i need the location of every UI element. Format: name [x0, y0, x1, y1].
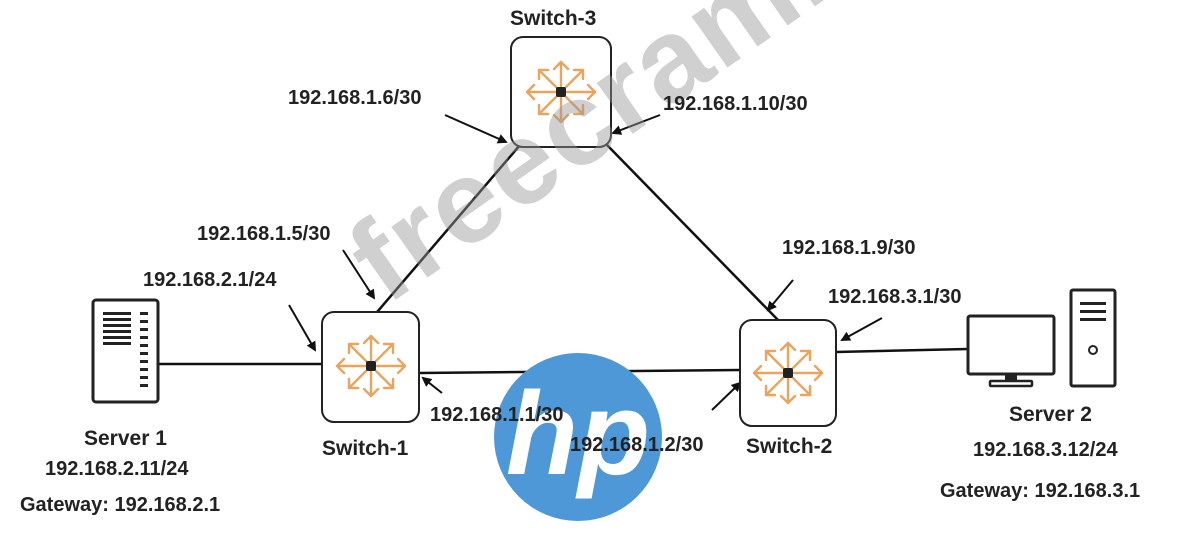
interface-label-sw2-sw1: 192.168.1.2/30: [570, 434, 704, 456]
links: [158, 144, 969, 375]
link-switch2-server2: [835, 347, 969, 354]
pointer-sw2-to-sw3: [766, 279, 794, 312]
hp-logo-text: hp: [506, 368, 650, 500]
switch-3-label: Switch-3: [510, 7, 597, 30]
interface-label-sw1-sw2: 192.168.1.1/30: [430, 404, 564, 426]
pointer-sw3-to-sw2: [611, 114, 661, 135]
interface-label-sw2-server2: 192.168.3.1/30: [828, 286, 962, 308]
server-2-icon: [966, 288, 1117, 388]
pointer-sw2-to-sw1: [711, 381, 742, 411]
server-1-gateway: Gateway: 192.168.2.1: [20, 494, 221, 516]
interface-label-sw3-sw1: 192.168.1.6/30: [288, 87, 422, 109]
server-2-label: Server 2: [1009, 403, 1092, 426]
link-switch3-switch2: [606, 144, 779, 321]
switch-1: [321, 311, 420, 423]
hp-logo: hp: [494, 353, 662, 521]
server-1-icon: [91, 298, 160, 404]
pointer-sw3-to-sw1: [444, 114, 508, 144]
switch-2-label: Switch-2: [746, 435, 833, 458]
server-1-label: Server 1: [84, 427, 167, 450]
pointer-sw1-to-sw3: [342, 249, 376, 300]
switch-3: [510, 36, 612, 148]
server-2-gateway: Gateway: 192.168.3.1: [940, 480, 1141, 502]
interface-label-sw1-sw3: 192.168.1.5/30: [197, 223, 331, 245]
switch-2: [739, 319, 837, 427]
interface-label-sw3-sw2: 192.168.1.10/30: [663, 93, 808, 115]
server-2-ip: 192.168.3.12/24: [973, 439, 1118, 461]
link-switch1-switch3: [371, 144, 521, 319]
interface-label-sw1-server1: 192.168.2.1/24: [143, 269, 277, 291]
pointer-sw1-to-server1: [288, 304, 317, 352]
pointer-sw1-to-sw2: [421, 376, 443, 394]
switch-1-label: Switch-1: [322, 437, 409, 460]
interface-label-sw2-sw3: 192.168.1.9/30: [782, 237, 916, 259]
server-1-ip: 192.168.2.11/24: [45, 458, 189, 480]
label-pointers: [288, 114, 883, 411]
pointer-sw2-to-server2: [840, 317, 883, 341]
